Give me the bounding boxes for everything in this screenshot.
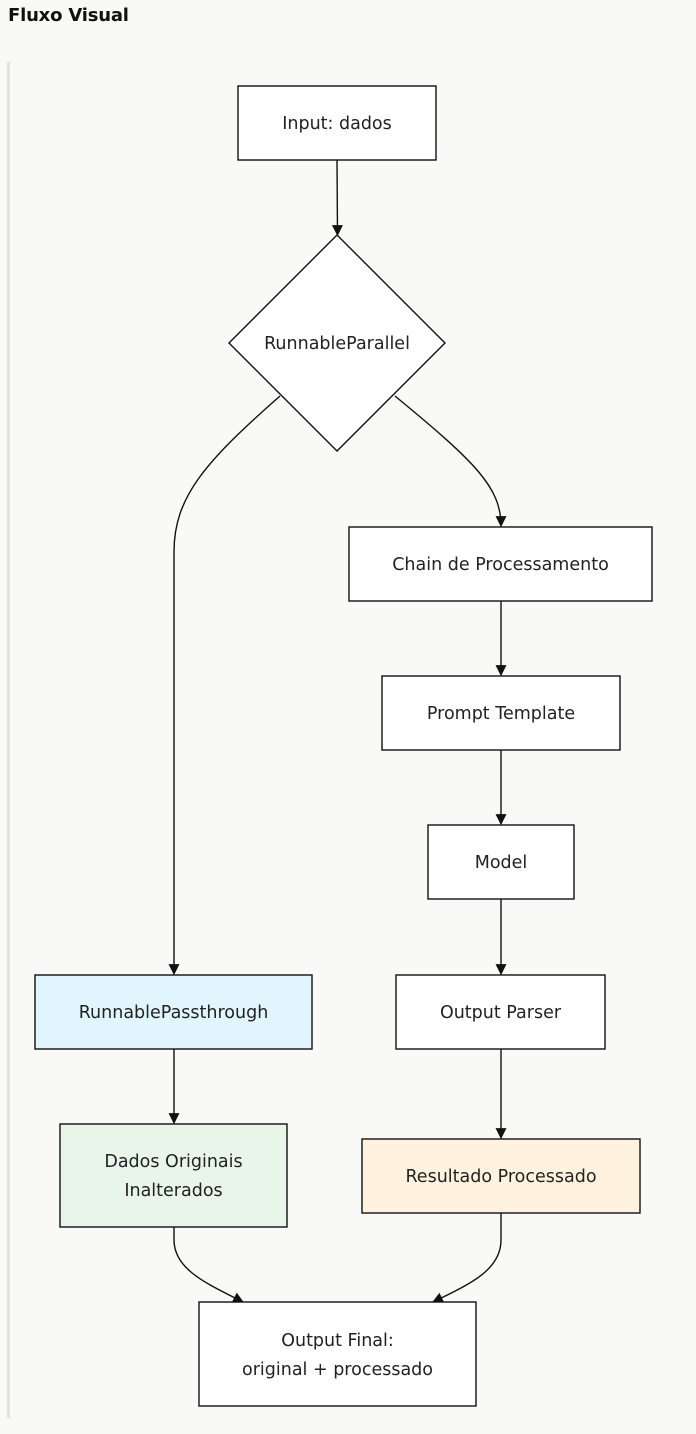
node-chain-label: Chain de Processamento (392, 555, 609, 575)
edge-originals-to-final (173, 1227, 244, 1303)
edges (168, 159, 507, 1303)
page-title: Fluxo Visual (8, 5, 129, 26)
node-result-box (361, 1138, 641, 1214)
node-originals: Dados Originais Inalterados (59, 1123, 288, 1228)
edge-parallel-to-passthrough (168, 395, 281, 976)
node-parallel: RunnableParallel (228, 234, 446, 452)
node-passthrough-label: RunnablePassthrough (79, 1003, 269, 1023)
node-result-label: Resultado Processado (405, 1167, 596, 1187)
node-prompt-label: Prompt Template (427, 704, 575, 724)
node-chain-box (348, 526, 653, 602)
node-input-label: Input: dados (282, 114, 392, 134)
node-passthrough-box (34, 974, 313, 1050)
node-model-label: Model (475, 853, 528, 873)
node-originals-label-line1: Dados Originais (104, 1152, 242, 1172)
node-final-box (198, 1301, 477, 1407)
node-input: Input: dados (237, 85, 437, 161)
node-parallel-diamond (228, 234, 446, 452)
node-parser: Output Parser (395, 974, 606, 1050)
node-final-label-line1: Output Final: (281, 1331, 394, 1351)
edge-result-to-final (432, 1213, 502, 1303)
node-originals-label-line2: Inalterados (124, 1181, 222, 1201)
node-input-box (237, 85, 437, 161)
node-parser-box (395, 974, 606, 1050)
node-result: Resultado Processado (361, 1138, 641, 1214)
node-parser-label: Output Parser (440, 1003, 562, 1023)
node-passthrough: RunnablePassthrough (34, 974, 313, 1050)
edge-input-to-parallel (331, 159, 343, 237)
node-model: Model (427, 824, 575, 900)
left-border-rule (7, 62, 10, 1418)
node-originals-box (59, 1123, 288, 1228)
node-parallel-label: RunnableParallel (264, 334, 410, 354)
node-final-label-line2: original + processado (242, 1360, 433, 1380)
node-chain: Chain de Processamento (348, 526, 653, 602)
node-final: Output Final: original + processado (198, 1301, 477, 1407)
edge-parallel-to-chain (394, 395, 507, 528)
node-prompt: Prompt Template (381, 675, 621, 751)
node-prompt-box (381, 675, 621, 751)
node-model-box (427, 824, 575, 900)
